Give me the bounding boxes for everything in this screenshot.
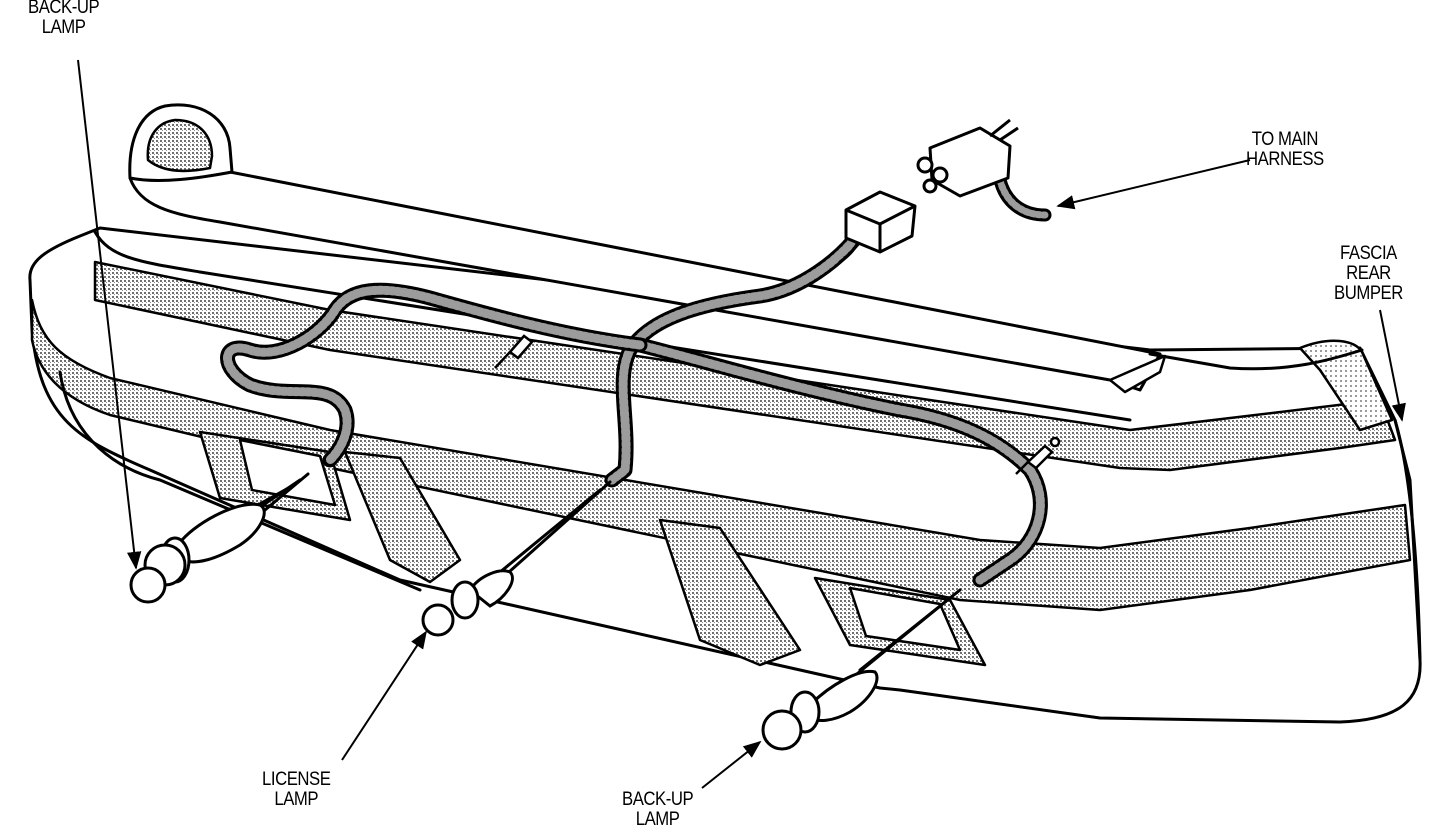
label-backup-lamp-left: BACK-UP LAMP (28, 0, 100, 38)
wiring-harness (193, 173, 1052, 680)
retainer-pins (494, 334, 1061, 475)
label-license-lamp: LICENSE LAMP (262, 769, 331, 810)
label-fascia-rear-bumper: FASCIA REAR BUMPER (1334, 243, 1403, 304)
leader-license-lamp (341, 630, 427, 761)
right-backup-bulb (761, 709, 803, 751)
left-backup-lamp-socket (129, 502, 266, 604)
leader-backup-lamp-left (77, 59, 142, 570)
license-lamp-socket (421, 569, 514, 637)
leader-fascia-rear-bumper (1379, 309, 1406, 422)
main-harness-connector (916, 118, 1019, 198)
leader-backup-lamp-right (701, 740, 762, 789)
right-backup-lamp-socket (761, 669, 879, 751)
bumper-connector (844, 190, 917, 254)
license-recess (343, 450, 462, 584)
license-bulb (421, 603, 455, 637)
leader-to-main-harness (1056, 159, 1251, 210)
label-to-main-harness: TO MAIN HARNESS (1246, 129, 1324, 170)
callout-leaders (77, 59, 1406, 789)
center-recess (658, 518, 802, 667)
upper-shade-band (93, 260, 1397, 472)
label-backup-lamp-right: BACK-UP LAMP (622, 789, 694, 830)
fascia-rear-bumper (28, 103, 1422, 724)
left-backup-bulb (129, 566, 167, 604)
